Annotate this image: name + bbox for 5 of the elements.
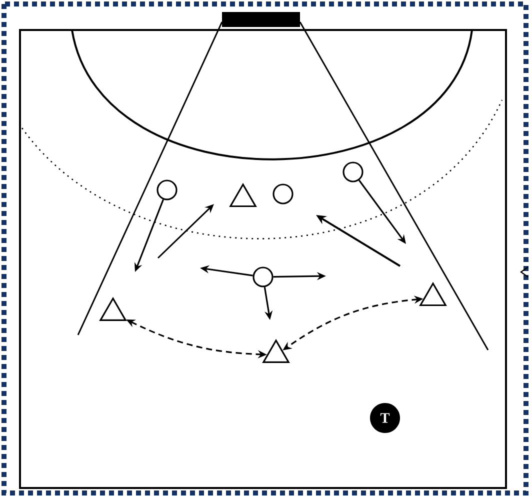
player-circle [156, 180, 178, 200]
teacher-badge: T [370, 402, 400, 433]
player-circle [342, 162, 364, 182]
player-circle [272, 184, 294, 204]
player-circle [252, 266, 274, 288]
